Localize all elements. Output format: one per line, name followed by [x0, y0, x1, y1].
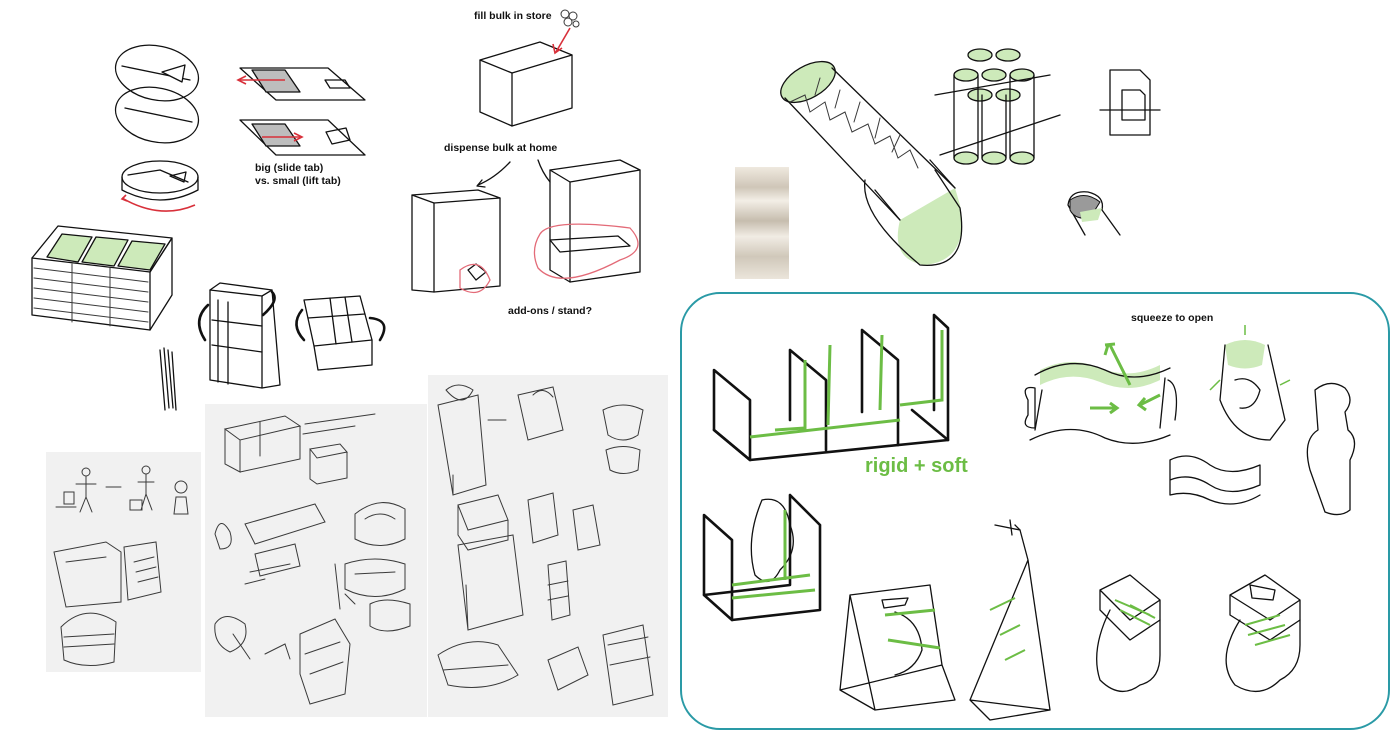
tube-sketches	[760, 40, 1180, 280]
big-vs-small-line1: big (slide tab)	[255, 162, 324, 174]
rigid-soft-sketches	[690, 300, 1390, 730]
squeeze-label: squeeze to open	[1131, 312, 1214, 324]
big-vs-small-label: big (slide tab) vs. small (lift tab)	[255, 162, 341, 188]
rigid-soft-frame	[680, 292, 1390, 730]
sketch-photo-dispensers	[428, 375, 668, 717]
lid-sketches	[0, 0, 420, 411]
big-vs-small-line2: vs. small (lift tab)	[255, 175, 341, 187]
fill-bulk-label: fill bulk in store	[474, 10, 552, 22]
sketch-photo-people	[46, 452, 201, 672]
dispense-bulk-label: dispense bulk at home	[444, 142, 558, 154]
bulk-dispenser-sketches	[400, 0, 680, 310]
folded-paper-photo	[735, 167, 789, 279]
rigid-soft-label: rigid + soft	[865, 455, 968, 477]
add-ons-label: add-ons / stand?	[508, 305, 592, 314]
sketch-photo-containers	[205, 404, 427, 717]
